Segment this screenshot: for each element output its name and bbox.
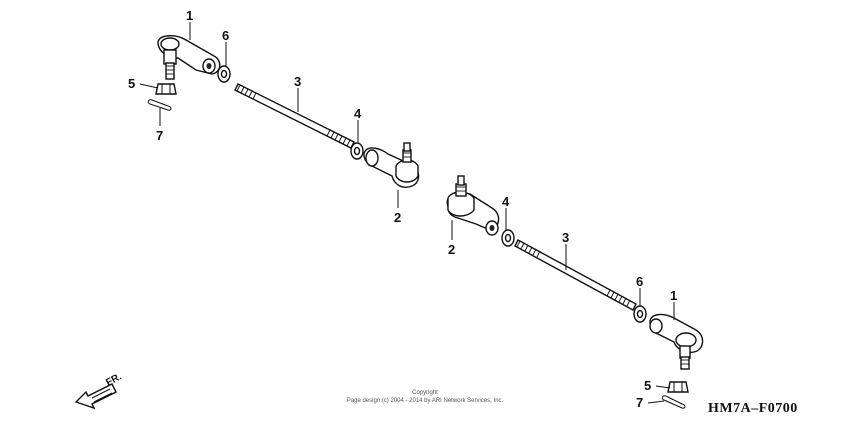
callout-nut-left: 4 [354,106,362,121]
callout-rod-left: 3 [294,74,301,89]
lock-nut-right [633,305,647,323]
tie-rod-end-left [157,35,221,80]
callout-tie-rod-end-left: 1 [186,8,193,23]
castle-nut-left [155,83,177,95]
callout-ball-joint-left: 2 [394,210,401,225]
tie-rod-end-right [649,313,704,370]
lock-nut-left [217,65,231,83]
copyright-line-1: Copyright [412,390,438,396]
callout-ball-joint-right: 2 [448,242,455,257]
callout-cotter-pin-left: 7 [156,128,163,143]
cotter-pin-right [661,395,686,409]
callout-lock-nut-left: 6 [222,28,229,43]
cotter-pin-left [147,99,172,111]
nut-left [350,142,364,160]
front-direction-label: FR. [104,371,124,388]
ball-joint-left [363,142,420,188]
callout-castle-nut-left: 5 [128,76,135,91]
rod-right [514,239,637,311]
callout-nut-right: 4 [502,194,510,209]
copyright-line-2: Page design (c) 2004 - 2014 by ARI Netwo… [347,398,504,404]
callout-tie-rod-end-right: 1 [670,288,677,303]
rod-left [234,83,355,149]
callout-cotter-pin-right: 7 [636,395,643,410]
castle-nut-right [667,381,689,393]
leader-lines [139,22,675,404]
front-direction-arrow: FR. [74,371,124,410]
nut-right [501,229,515,247]
callout-lock-nut-right: 6 [636,274,643,289]
diagram-code: HM7A–F0700 [708,401,798,416]
callout-rod-right: 3 [562,230,569,245]
ball-joint-right [446,175,500,236]
callout-castle-nut-right: 5 [644,378,651,393]
